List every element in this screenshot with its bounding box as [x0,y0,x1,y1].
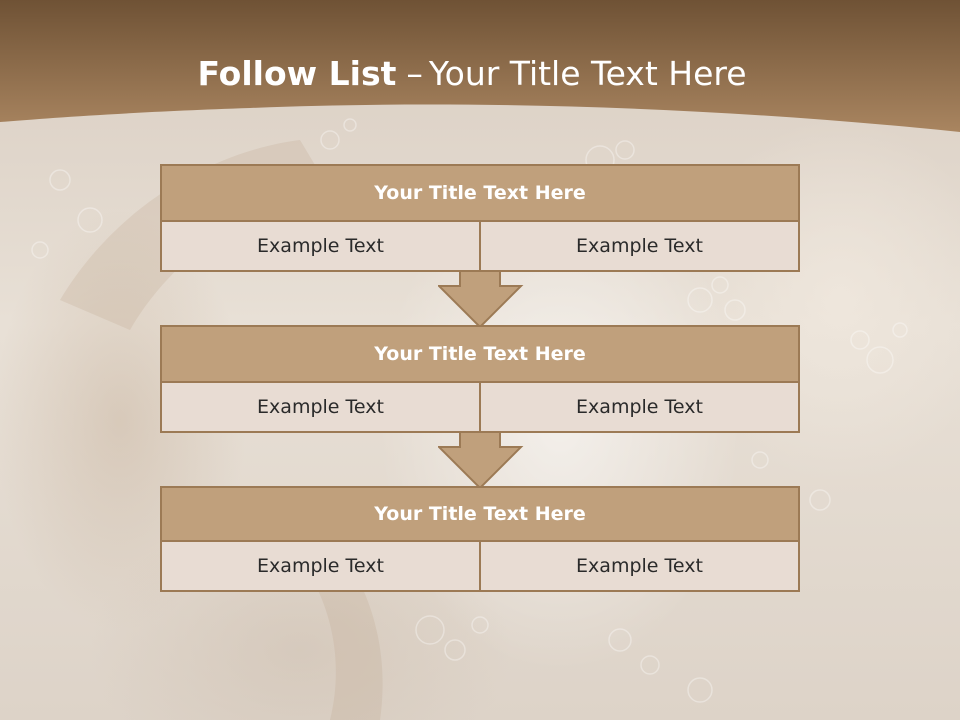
step-row: Example Text Example Text [162,542,798,590]
step-cell-left: Example Text [162,222,479,270]
step-block-3: Your Title Text Here Example Text Exampl… [160,486,800,592]
down-arrow-icon [438,270,524,329]
step-cell-left: Example Text [162,542,479,590]
down-arrow-icon [438,431,524,490]
step-block-2: Your Title Text Here Example Text Exampl… [160,325,800,433]
step-cell-right: Example Text [479,222,798,270]
header-band: Follow List–Your Title Text Here [0,0,960,140]
step-row: Example Text Example Text [162,222,798,270]
step-cell-left: Example Text [162,383,479,431]
slide-title-dash: – [406,54,423,93]
slide-title-bold: Follow List [197,54,397,93]
step-block-1: Your Title Text Here Example Text Exampl… [160,164,800,272]
step-cell-right: Example Text [479,383,798,431]
slide-title-rest: Your Title Text Here [428,54,747,93]
slide-title: Follow List–Your Title Text Here [0,54,944,93]
step-title: Your Title Text Here [162,166,798,222]
step-title: Your Title Text Here [162,488,798,542]
step-title: Your Title Text Here [162,327,798,383]
step-cell-right: Example Text [479,542,798,590]
step-row: Example Text Example Text [162,383,798,431]
